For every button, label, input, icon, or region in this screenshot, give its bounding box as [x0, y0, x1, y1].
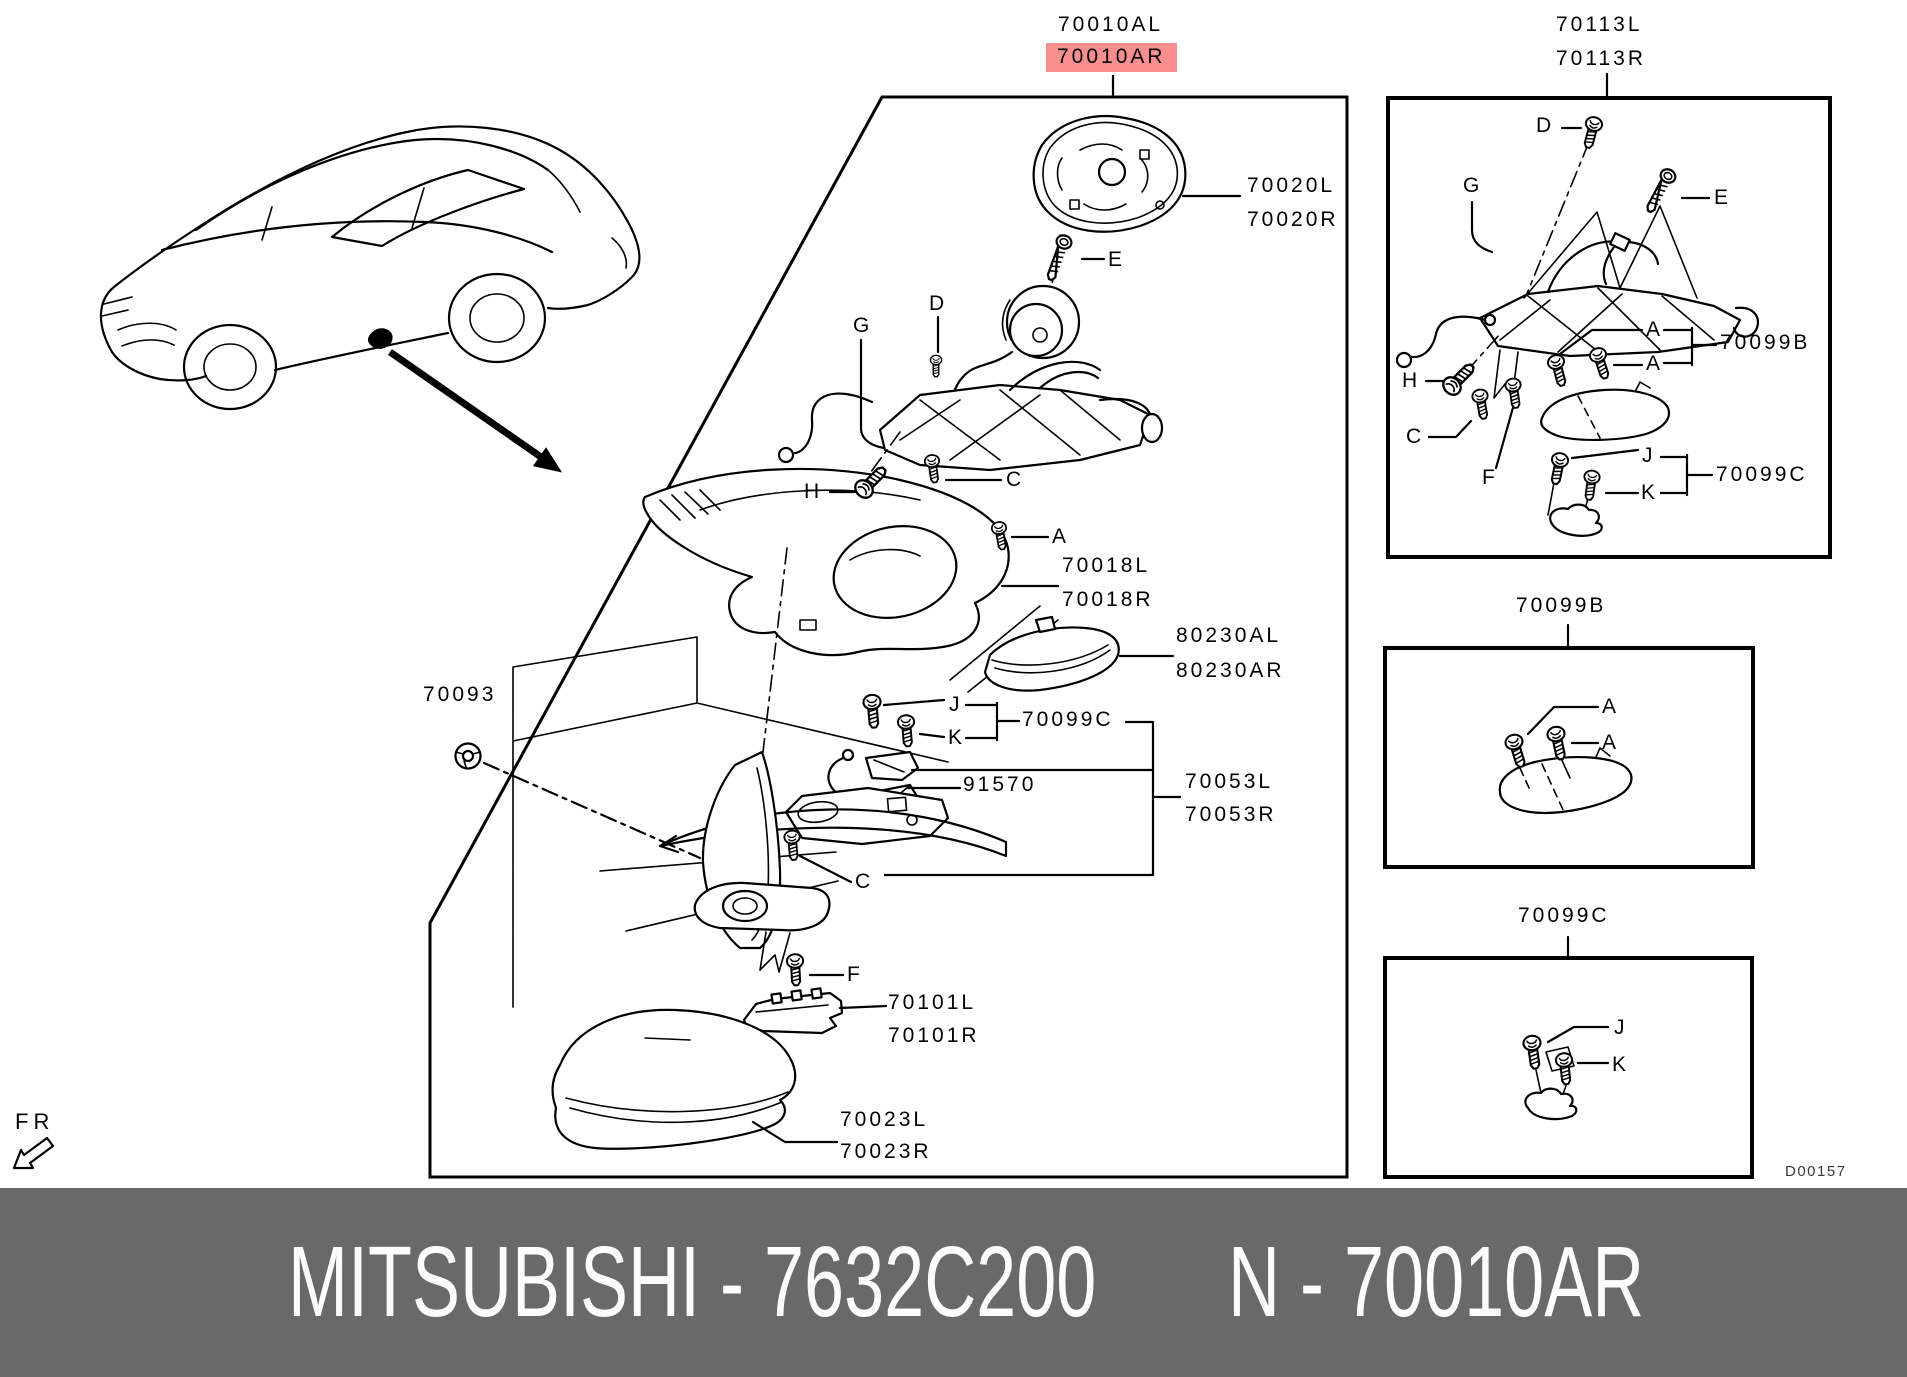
fastener-label-f: F	[847, 963, 860, 986]
box1-fastener-g: G	[1463, 174, 1480, 197]
callout-70023r[interactable]: 70023R	[840, 1140, 932, 1163]
mirror-glass-drawing	[1032, 115, 1187, 233]
detail-box-70099b-frame	[1383, 623, 1755, 869]
callout-80230ar[interactable]: 80230AR	[1176, 659, 1285, 682]
callout-70020l[interactable]: 70020L	[1247, 174, 1336, 197]
callout-70113l[interactable]: 70113L	[1556, 13, 1643, 36]
detail-box-70113-art	[1395, 141, 1760, 537]
mirror-cover-drawing	[551, 1008, 797, 1150]
detail-box-70113-leaders	[1424, 126, 1718, 497]
callout-70099c-box1[interactable]: 70099C	[1716, 463, 1808, 486]
fastener-label-e: E	[1108, 248, 1123, 271]
fastener-label-c-lower: C	[855, 870, 871, 893]
fastener-label-k: K	[948, 726, 963, 749]
fr-direction-label: FR	[15, 1109, 55, 1134]
detail-box-70099b-art	[1498, 705, 1633, 814]
mirror-base-assembly-drawing	[658, 748, 1008, 858]
box3-fastener-j: J	[1614, 1016, 1625, 1039]
callout-70101l[interactable]: 70101L	[888, 991, 977, 1014]
footer-brand-part-number: MITSUBISHI - 7632C200	[288, 1226, 1097, 1338]
callout-70053l[interactable]: 70053L	[1185, 770, 1274, 793]
fastener-label-j: J	[949, 693, 960, 716]
callout-80230al[interactable]: 80230AL	[1176, 624, 1282, 647]
box1-fastener-a2: A	[1646, 352, 1661, 375]
box2-fastener-a2: A	[1602, 731, 1617, 754]
callout-70093[interactable]: 70093	[423, 683, 497, 706]
box1-fastener-j: J	[1642, 444, 1653, 467]
footer-bar: MITSUBISHI - 7632C200 N - 70010AR	[0, 1188, 1907, 1377]
callout-70018r[interactable]: 70018R	[1062, 588, 1154, 611]
main-leader-lines	[482, 194, 1242, 1144]
callout-70113r[interactable]: 70113R	[1556, 47, 1647, 70]
callout-70020r[interactable]: 70020R	[1247, 208, 1339, 231]
callout-70018l[interactable]: 70018L	[1062, 554, 1151, 577]
vehicle-location-illustration	[99, 125, 641, 411]
fr-direction-arrow	[12, 1136, 55, 1170]
box1-fastener-h: H	[1402, 369, 1418, 392]
detail-box-70099c-frame	[1383, 935, 1754, 1179]
callout-70099b-title[interactable]: 70099B	[1516, 594, 1607, 617]
fastener-label-g: G	[853, 314, 870, 337]
callout-70099c-title[interactable]: 70099C	[1518, 904, 1610, 927]
fastener-label-a: A	[1052, 525, 1067, 548]
fastener-label-c-upper: C	[1006, 468, 1022, 491]
box1-fastener-e: E	[1714, 186, 1729, 209]
callout-70010ar-highlighted[interactable]: 70010AR	[1046, 43, 1177, 72]
mirror-stay-drawing	[693, 750, 831, 973]
box1-fastener-f: F	[1482, 466, 1495, 489]
callout-70023l[interactable]: 70023L	[840, 1108, 929, 1131]
detail-box-70113-frame	[1386, 72, 1832, 559]
mirror-location-arrow	[388, 349, 563, 473]
box1-fastener-k: K	[1641, 481, 1656, 504]
turn-signal-lamp-drawing	[949, 605, 1120, 693]
mirror-housing-drawing	[642, 467, 1010, 753]
fastener-label-h: H	[804, 480, 820, 503]
drawing-code: D00157	[1785, 1163, 1847, 1180]
box1-fastener-d: D	[1536, 114, 1552, 137]
box1-fastener-a1: A	[1646, 318, 1661, 341]
door-corner-sketch	[512, 636, 949, 1008]
box1-fastener-c: C	[1406, 425, 1422, 448]
detail-box-70099c-art	[1521, 1025, 1610, 1121]
box2-fastener-a1: A	[1602, 695, 1617, 718]
callout-70099c-main[interactable]: 70099C	[1022, 708, 1114, 731]
callout-70101r[interactable]: 70101R	[888, 1024, 980, 1047]
callout-70010al[interactable]: 70010AL	[1058, 13, 1164, 36]
mount-bracket-drawing	[742, 987, 844, 1035]
box3-fastener-k: K	[1612, 1053, 1627, 1076]
folding-base-frame-drawing	[777, 360, 1164, 477]
callout-70099b-box1[interactable]: 70099B	[1720, 331, 1811, 354]
callout-70053r[interactable]: 70053R	[1185, 803, 1277, 826]
footer-reference-number: N - 70010AR	[1228, 1226, 1645, 1338]
fastener-label-d: D	[929, 292, 945, 315]
callout-91570[interactable]: 91570	[963, 773, 1037, 796]
main-assembly-frame	[428, 74, 1349, 1179]
